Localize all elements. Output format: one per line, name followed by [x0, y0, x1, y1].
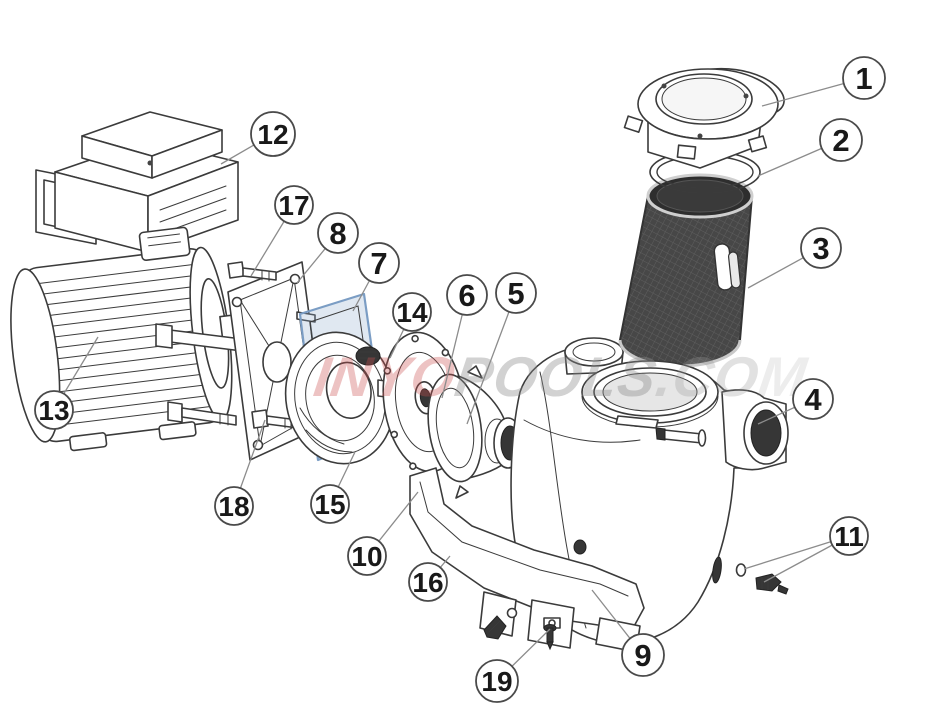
callout-2 — [819, 118, 863, 162]
callout-18 — [214, 486, 254, 526]
callout-number-13: 13 — [38, 395, 69, 426]
callout-number-8: 8 — [329, 216, 346, 251]
callout-number-10: 10 — [351, 541, 382, 572]
callout-number-14: 14 — [396, 297, 428, 328]
anchor-screw-and-plug — [483, 607, 557, 651]
callout-1 — [842, 56, 886, 100]
callout-number-6: 6 — [458, 278, 475, 313]
callout-7 — [358, 242, 400, 284]
callout-13 — [34, 390, 74, 430]
watermark-text: INYOPOOLS.COM — [310, 345, 811, 408]
pump-housing — [409, 337, 789, 653]
callout-number-5: 5 — [507, 276, 524, 311]
callout-number-4: 4 — [804, 382, 822, 417]
callout-number-1: 1 — [855, 61, 872, 96]
through-bolt — [167, 401, 237, 426]
callout-15 — [310, 484, 350, 524]
callout-number-18: 18 — [218, 491, 249, 522]
callout-number-2: 2 — [832, 123, 849, 158]
callout-10 — [347, 536, 387, 576]
callout-number-3: 3 — [812, 231, 829, 266]
strainer-lid — [623, 63, 789, 169]
callout-number-12: 12 — [257, 119, 288, 150]
callout-11 — [829, 516, 869, 556]
callout-14 — [392, 292, 432, 332]
callout-12 — [250, 111, 296, 157]
callout-number-11: 11 — [834, 521, 864, 552]
callout-17 — [274, 185, 314, 225]
callout-number-15: 15 — [314, 489, 345, 520]
electrical-box — [35, 111, 239, 253]
plate-bolt-top — [227, 261, 277, 282]
callout-6 — [446, 274, 488, 316]
callout-5 — [495, 272, 537, 314]
callout-number-17: 17 — [278, 190, 309, 221]
callout-4 — [792, 378, 834, 420]
callout-number-7: 7 — [370, 246, 387, 281]
callout-19 — [475, 659, 519, 703]
callout-9 — [621, 633, 665, 677]
drain-plug — [735, 563, 789, 595]
leader-line-5 — [466, 292, 517, 425]
callout-number-16: 16 — [412, 567, 443, 598]
strainer-basket — [618, 173, 754, 368]
callout-number-9: 9 — [634, 638, 651, 673]
callout-number-19: 19 — [481, 666, 512, 697]
callout-8 — [317, 212, 359, 254]
strainer-pot-rim — [581, 360, 719, 429]
callout-3 — [800, 227, 842, 269]
callout-16 — [408, 562, 448, 602]
